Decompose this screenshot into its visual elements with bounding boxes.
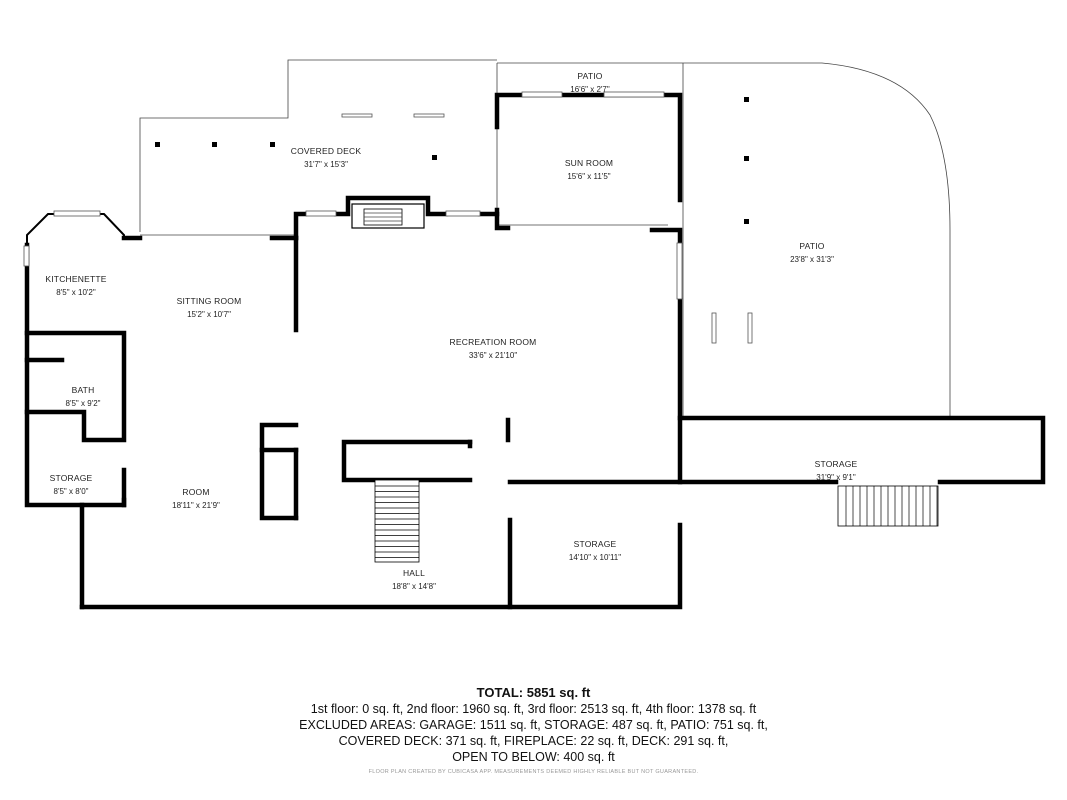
room-dims: 8'5" x 8'0"	[54, 487, 89, 496]
fireplace	[351, 203, 425, 229]
walls	[24, 92, 1046, 610]
room-dims: 15'2" x 10'7"	[187, 310, 231, 319]
windows	[23, 91, 753, 344]
room-dims: 8'5" x 9'2"	[66, 399, 101, 408]
posts	[155, 97, 749, 224]
room-name: BATH	[72, 385, 95, 395]
room-dims: 31'7" x 15'3"	[304, 160, 348, 169]
room-dims: 14'10" x 10'11"	[569, 553, 621, 562]
stairs-hall	[374, 479, 420, 563]
room-dims: 31'9" x 9'1"	[816, 473, 856, 482]
excluded-areas-line: EXCLUDED AREAS: GARAGE: 1511 sq. ft, STO…	[299, 718, 768, 732]
room-name: PATIO	[799, 241, 824, 251]
room-name: COVERED DECK	[291, 146, 362, 156]
room-name: KITCHENETTE	[45, 274, 106, 284]
excluded-areas-line-3: OPEN TO BELOW: 400 sq. ft	[452, 750, 615, 764]
room-dims: 18'8" x 14'8"	[392, 582, 436, 591]
room-name: STORAGE	[50, 473, 93, 483]
room-dims: 16'6" x 2'7"	[570, 85, 610, 94]
room-name: SUN ROOM	[565, 158, 613, 168]
room-name: PATIO	[577, 71, 602, 81]
room-name: STORAGE	[574, 539, 617, 549]
room-dims: 8'5" x 10'2"	[56, 288, 96, 297]
room-name: ROOM	[182, 487, 209, 497]
room-name: HALL	[403, 568, 425, 578]
stairs-storage	[837, 485, 939, 527]
room-dims: 23'8" x 31'3"	[790, 255, 834, 264]
room-dims: 15'6" x 11'5"	[567, 172, 610, 181]
room-name: RECREATION ROOM	[450, 337, 537, 347]
room-name: STORAGE	[815, 459, 858, 469]
floor-areas-line: 1st floor: 0 sq. ft, 2nd floor: 1960 sq.…	[310, 702, 757, 716]
room-dims: 33'6" x 21'10"	[469, 351, 517, 360]
excluded-areas-line-2: COVERED DECK: 371 sq. ft, FIREPLACE: 22 …	[338, 734, 729, 748]
room-name: SITTING ROOM	[177, 296, 242, 306]
room-dims: 18'11" x 21'9"	[172, 501, 220, 510]
outdoor-outlines	[139, 59, 951, 416]
total-area: TOTAL: 5851 sq. ft	[476, 685, 591, 700]
credit-text: FLOOR PLAN CREATED BY CUBICASA APP. MEAS…	[368, 769, 699, 775]
room-labels: PATIO 16'6" x 2'7" COVERED DECK 31'7" x …	[45, 71, 857, 591]
area-summary: TOTAL: 5851 sq. ft 1st floor: 0 sq. ft, …	[0, 684, 1067, 775]
